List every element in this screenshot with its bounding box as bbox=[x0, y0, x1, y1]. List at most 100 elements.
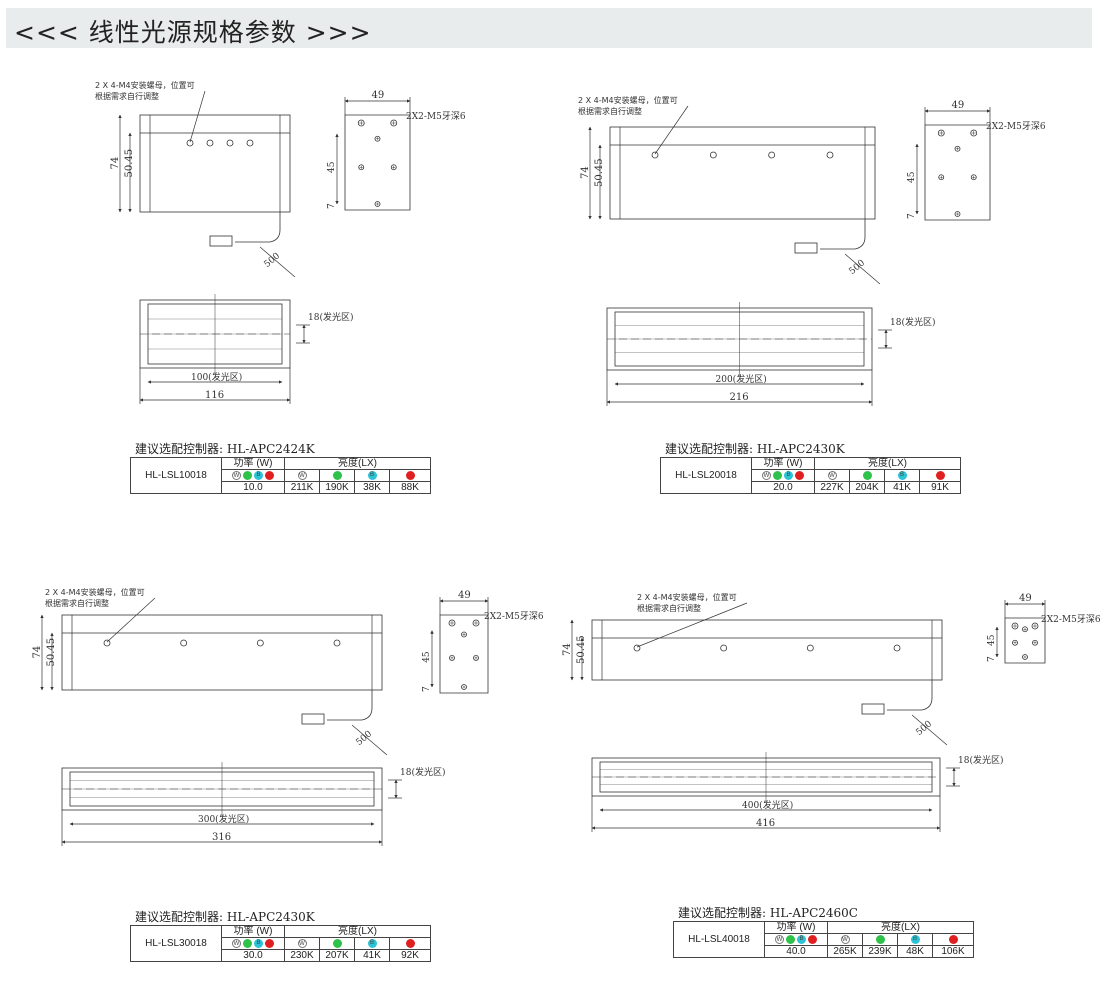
green-led-icon bbox=[243, 938, 252, 948]
model-number: HL-LSL40018 bbox=[673, 921, 765, 958]
front-view-body bbox=[609, 126, 876, 220]
power-header: 功率 (W) bbox=[221, 457, 285, 470]
cable-connector bbox=[794, 242, 818, 254]
lux-blue: 41K bbox=[354, 949, 390, 962]
cable bbox=[235, 212, 281, 243]
lux-red: 106K bbox=[932, 945, 974, 958]
dim-width: 49 bbox=[952, 100, 965, 111]
lux-green: 207K bbox=[319, 949, 355, 962]
power-header: 功率 (W) bbox=[751, 457, 815, 470]
lux-blue: 38K bbox=[354, 481, 390, 494]
white-led-icon: W bbox=[232, 938, 241, 948]
dim-emit: 18(发光区) bbox=[958, 754, 1003, 766]
white-led-icon: W bbox=[297, 938, 307, 948]
white-led-icon: W bbox=[762, 470, 771, 480]
dim-7: 7 bbox=[907, 213, 917, 219]
dim-total-len: 316 bbox=[212, 832, 231, 843]
mount-note-line1: 2 X 4-M4安装螺母，位置可 bbox=[637, 592, 737, 602]
section-banner: <<< 线性光源规格参数 >>> bbox=[6, 8, 1092, 48]
lux-white: 265K bbox=[827, 945, 863, 958]
mount-note-line2: 根据需求自行调整 bbox=[578, 106, 642, 116]
red-led-icon bbox=[405, 938, 415, 948]
dim-45: 45 bbox=[907, 171, 917, 183]
dim-light-len: 100(发光区) bbox=[191, 371, 242, 383]
dim-line-cable bbox=[844, 253, 881, 285]
dim-width: 49 bbox=[458, 590, 471, 601]
dim-45: 45 bbox=[327, 161, 337, 173]
front-view-body bbox=[139, 114, 291, 213]
red-led-icon bbox=[795, 470, 804, 480]
mounting-nut bbox=[826, 151, 834, 159]
controller-recommendation: 建议选配控制器: HL-APC2430K bbox=[665, 442, 845, 456]
red-led-icon bbox=[405, 470, 415, 480]
power-value: 20.0 bbox=[751, 481, 815, 494]
blue-led-icon: B bbox=[910, 934, 920, 944]
dim-hole: 2X2-M5牙深6 bbox=[406, 111, 466, 122]
dim-emit: 18(发光区) bbox=[890, 316, 935, 328]
dim-line-cable bbox=[259, 246, 296, 278]
front-view-body bbox=[61, 614, 383, 691]
red-led-icon bbox=[265, 470, 274, 480]
mounting-nut bbox=[893, 644, 901, 652]
leader-line bbox=[636, 602, 748, 648]
lux-red: 88K bbox=[389, 481, 431, 494]
mounting-nut bbox=[651, 151, 659, 159]
mounting-nut bbox=[246, 139, 254, 147]
mounting-nut bbox=[709, 151, 717, 159]
lux-blue: 48K bbox=[897, 945, 933, 958]
white-led-icon: W bbox=[297, 470, 307, 480]
dim-line-cable bbox=[351, 724, 388, 756]
cable bbox=[820, 219, 866, 250]
green-led-icon bbox=[243, 470, 252, 480]
green-led-icon bbox=[862, 470, 872, 480]
brightness-header: 亮度(LX) bbox=[827, 921, 974, 934]
white-led-icon: W bbox=[827, 470, 837, 480]
dim-light-len: 300(发光区) bbox=[198, 813, 249, 825]
power-header: 功率 (W) bbox=[221, 925, 285, 938]
lux-white: 211K bbox=[284, 481, 320, 494]
brightness-header: 亮度(LX) bbox=[284, 925, 431, 938]
dim-height: 74 bbox=[32, 646, 43, 659]
red-led-icon bbox=[948, 934, 958, 944]
power-value: 30.0 bbox=[221, 949, 285, 962]
cable bbox=[887, 680, 933, 711]
white-led-icon: W bbox=[775, 934, 784, 944]
mount-note-line2: 根据需求自行调整 bbox=[637, 603, 701, 613]
mount-note-line1: 2 X 4-M4安装螺母，位置可 bbox=[578, 95, 678, 105]
lux-green: 190K bbox=[319, 481, 355, 494]
lux-red: 91K bbox=[919, 481, 961, 494]
mount-note-line2: 根据需求自行调整 bbox=[45, 598, 109, 608]
brightness-header: 亮度(LX) bbox=[814, 457, 961, 470]
dim-line-cable bbox=[911, 714, 948, 746]
cable bbox=[327, 690, 373, 721]
brightness-header: 亮度(LX) bbox=[284, 457, 431, 470]
green-led-icon bbox=[332, 938, 342, 948]
mounting-nut bbox=[206, 139, 214, 147]
red-led-icon bbox=[808, 934, 817, 944]
lux-white: 227K bbox=[814, 481, 850, 494]
dim-light-len: 400(发光区) bbox=[742, 799, 793, 811]
green-led-icon bbox=[332, 470, 342, 480]
mounting-nut bbox=[333, 639, 341, 647]
dim-hole: 2X2-M5牙深6 bbox=[986, 121, 1046, 132]
cable-connector bbox=[861, 703, 885, 715]
mounting-nut bbox=[226, 139, 234, 147]
leader-line bbox=[106, 597, 156, 643]
lux-red: 92K bbox=[389, 949, 431, 962]
mount-note-line1: 2 X 4-M4安装螺母，位置可 bbox=[95, 80, 195, 90]
power-value: 40.0 bbox=[764, 945, 828, 958]
dim-cable: 500 bbox=[914, 719, 934, 738]
side-view-body bbox=[924, 124, 991, 221]
green-led-icon bbox=[875, 934, 885, 944]
mounting-nut bbox=[806, 644, 814, 652]
dim-total-len: 416 bbox=[756, 818, 775, 829]
lux-green: 204K bbox=[849, 481, 885, 494]
section-title: <<< 线性光源规格参数 >>> bbox=[14, 18, 372, 47]
